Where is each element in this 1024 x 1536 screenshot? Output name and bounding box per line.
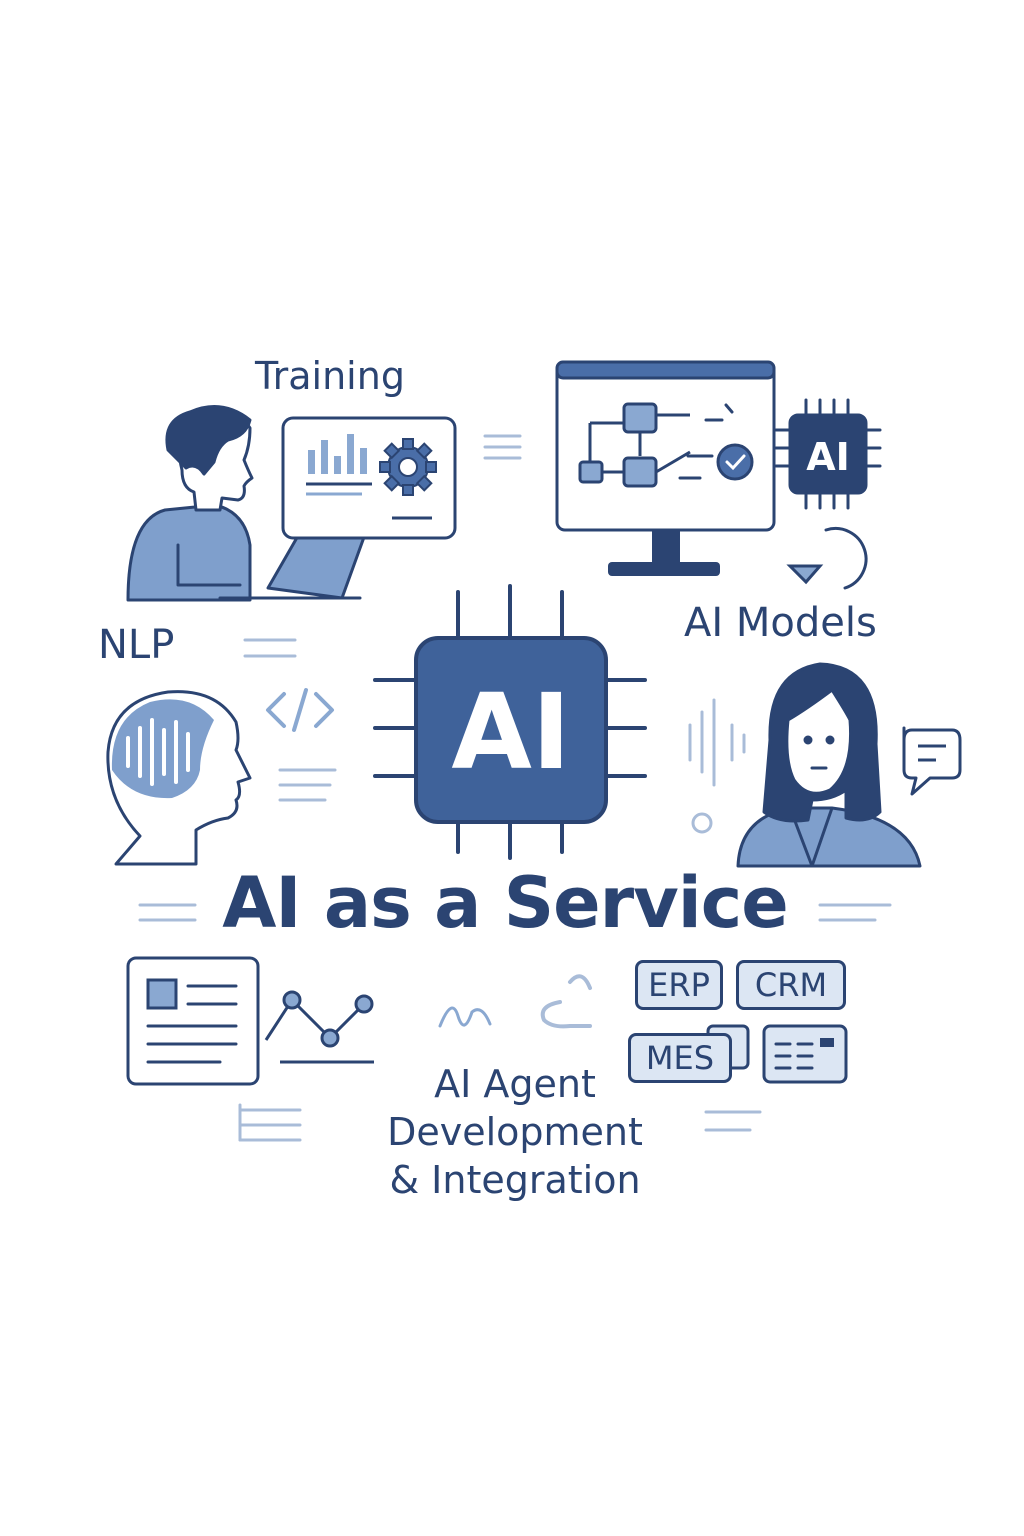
dashboard-icon <box>281 416 457 540</box>
document-icon <box>126 956 260 1086</box>
page-title: AI as a Service <box>222 862 788 944</box>
link-icon <box>540 974 592 1029</box>
label-ai-agent: AI Agent Development & Integration <box>330 1060 700 1204</box>
label-ai-models: AI Models <box>684 600 877 646</box>
gear-icon <box>379 438 437 496</box>
monitor-flowchart-icon <box>555 360 776 576</box>
woman-avatar-icon <box>736 662 922 868</box>
label-ai-agent-line1: AI Agent <box>434 1062 596 1106</box>
label-ai-agent-line3: & Integration <box>389 1158 641 1202</box>
tag-erp: ERP <box>635 960 723 1010</box>
ai-chip-main-label: AI <box>451 671 570 793</box>
tag-crm: CRM <box>736 960 846 1010</box>
check-icon <box>716 443 754 481</box>
ai-chip-small-label: AI <box>806 435 850 479</box>
ai-chip-icon <box>373 584 647 860</box>
label-training: Training <box>255 354 405 398</box>
label-ai-agent-line2: Development <box>387 1110 643 1154</box>
head-soundwave-icon <box>106 690 252 866</box>
dot-icon <box>691 812 713 834</box>
tag-mes: MES <box>628 1033 732 1083</box>
ai-chip-small-icon <box>774 398 882 510</box>
decor-lines <box>138 434 892 1142</box>
chat-bubble-icon <box>902 726 962 796</box>
refresh-arrow-icon <box>786 526 868 590</box>
line-chart-icon <box>264 990 374 1064</box>
squiggle-icon <box>438 1006 492 1028</box>
label-nlp: NLP <box>98 622 175 668</box>
code-icon <box>266 688 334 732</box>
